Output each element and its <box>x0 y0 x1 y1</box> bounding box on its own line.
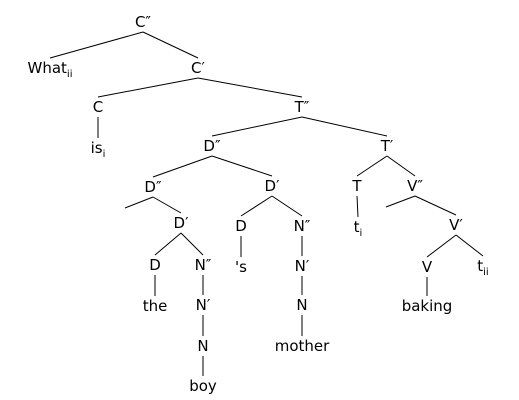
tree-branch <box>197 77 303 98</box>
tree-branch <box>386 155 416 177</box>
tree-branch <box>152 155 213 178</box>
node-label-text: D <box>149 256 161 274</box>
node-label-text: N′ <box>196 296 211 314</box>
tree-branch <box>301 116 388 137</box>
tree-branch <box>124 196 154 209</box>
tree-node-label: C <box>93 98 103 116</box>
node-label-text: What <box>28 59 68 77</box>
node-label-text: 's <box>235 258 247 276</box>
tree-node-label: T″ <box>294 98 310 116</box>
node-label-text: t <box>354 218 360 236</box>
node-label-subscript: ii <box>483 267 489 278</box>
node-label-text: C′ <box>191 59 205 77</box>
tree-node-label: the <box>143 297 168 315</box>
tree-node-label: C′ <box>191 59 205 77</box>
node-label-subscript: i <box>360 228 363 239</box>
node-label-text: N″ <box>195 256 212 274</box>
node-label-text: C <box>93 98 103 116</box>
node-label-text: is <box>91 139 103 157</box>
node-label-text: V <box>422 258 433 276</box>
tree-branch <box>154 232 182 256</box>
tree-node-label: N′ <box>196 296 211 314</box>
node-label-text: baking <box>402 297 453 315</box>
node-label-text: D″ <box>203 137 221 155</box>
node-label-text: t <box>477 257 483 275</box>
tree-node-label: V″ <box>407 177 423 195</box>
tree-node-label: baking <box>402 297 453 315</box>
tree-branch <box>240 195 273 217</box>
tree-node-label: N″ <box>195 256 212 274</box>
tree-branch <box>97 77 199 98</box>
tree-node-label: tii <box>477 257 488 278</box>
node-label-text: mother <box>275 337 330 355</box>
tree-node-label: N′ <box>295 257 310 275</box>
tree-node-label: C″ <box>135 13 151 31</box>
node-label-text: N′ <box>295 257 310 275</box>
tree-node-label: mother <box>275 337 330 355</box>
tree-branch <box>271 195 303 217</box>
tree-node-label: T′ <box>380 137 394 155</box>
tree-node-label: V′ <box>449 216 463 234</box>
node-label-text: D″ <box>144 178 162 196</box>
node-label-text: N <box>296 296 307 314</box>
tree-node-label: boy <box>189 377 217 395</box>
tree-branch <box>426 234 457 258</box>
tree-node-label: N″ <box>294 217 311 235</box>
tree-branch <box>142 31 199 59</box>
tree-branch <box>211 116 303 137</box>
tree-branch <box>455 234 484 257</box>
tree-node-label: D″ <box>144 178 162 196</box>
node-label-text: N″ <box>294 217 311 235</box>
tree-node-label: N <box>197 337 208 355</box>
node-label-subscript: i <box>103 149 106 160</box>
tree-node-label: D <box>149 256 161 274</box>
tree-node-label: ti <box>354 218 363 239</box>
node-label-text: V′ <box>449 216 463 234</box>
tree-node-label: 's <box>235 258 247 276</box>
node-label-subscript: ii <box>67 69 73 80</box>
tree-node-label: Whatii <box>28 59 73 80</box>
node-label-text: N <box>197 337 208 355</box>
tree-edges <box>49 31 484 376</box>
tree-node-label: D′ <box>174 214 190 232</box>
tree-node-label: D″ <box>203 137 221 155</box>
tree-node-label: V <box>422 258 433 276</box>
tree-branch <box>49 31 144 59</box>
tree-branch <box>180 232 204 256</box>
tree-node-label: isi <box>91 139 106 160</box>
tree-branch <box>414 195 457 216</box>
node-label-text: T <box>351 177 362 195</box>
node-label-text: D′ <box>265 177 281 195</box>
node-label-text: the <box>143 297 168 315</box>
node-label-text: D <box>235 217 247 235</box>
tree-node-label: T <box>351 177 362 195</box>
tree-node-label: D <box>235 217 247 235</box>
tree-branch <box>152 196 182 214</box>
node-label-text: T′ <box>380 137 394 155</box>
tree-branch <box>356 155 388 177</box>
tree-node-label: N <box>296 296 307 314</box>
node-label-text: T″ <box>294 98 310 116</box>
node-label-text: boy <box>189 377 217 395</box>
node-label-text: V″ <box>407 177 423 195</box>
tree-branch <box>385 195 416 208</box>
tree-node-label: D′ <box>265 177 281 195</box>
tree-branch <box>356 195 359 218</box>
node-label-text: C″ <box>135 13 151 31</box>
node-label-text: D′ <box>174 214 190 232</box>
tree-branch <box>211 155 273 177</box>
